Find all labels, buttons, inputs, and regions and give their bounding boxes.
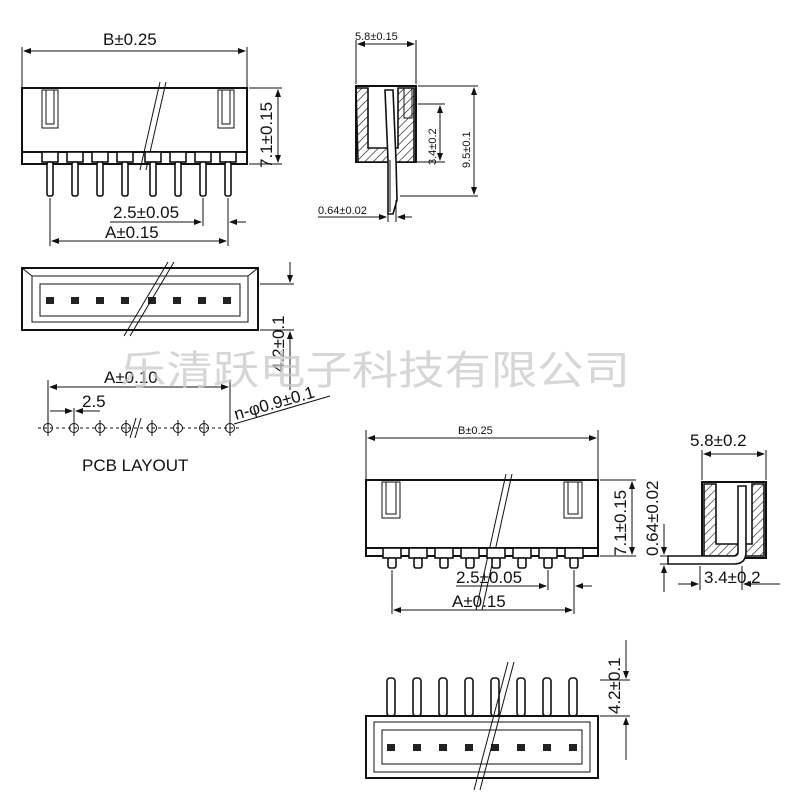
pcb-span-dim: A±0.10 xyxy=(104,368,158,387)
pcb-holes xyxy=(38,420,240,436)
top-side-pin-dim: 0.64±0.02 xyxy=(318,205,367,217)
ra-front-span-dim: A±0.15 xyxy=(452,592,506,611)
top-front-span-dim: A±0.15 xyxy=(105,223,159,242)
top-plan-pin-holes xyxy=(46,297,231,304)
top-front-pitch-dim: 2.5±0.05 xyxy=(113,203,179,222)
pcb-pitch-dim: 2.5 xyxy=(82,392,106,411)
ra-plan-view: 4.2±0.1 xyxy=(365,640,630,791)
top-plan-view: 4.2±0.1 xyxy=(21,261,294,390)
pcb-layout-title: PCB LAYOUT xyxy=(82,456,188,475)
top-front-view: B±0.25 xyxy=(21,30,282,246)
ra-front-pins xyxy=(382,547,584,569)
watermark-text: 乐清跃电子科技有限公司 xyxy=(120,348,630,394)
ra-side-view: 5.8±0.2 0.64±0.02 3.4±0.2 xyxy=(643,431,780,592)
top-side-total-dim: 9.5±0.1 xyxy=(461,131,473,168)
top-side-depth-dim: 5.8±0.15 xyxy=(355,31,398,43)
ra-side-pin-dim: 0.64±0.02 xyxy=(643,480,662,556)
ra-plan-pin-holes xyxy=(387,744,577,751)
ra-plan-height-dim: 4.2±0.1 xyxy=(605,657,624,714)
ra-front-pitch-dim: 2.5±0.05 xyxy=(456,568,522,587)
top-side-view: 5.8±0.15 3.4±0.2 9.5±0.1 0.64±0.02 xyxy=(318,31,478,222)
ra-front-view: B±0.25 xyxy=(365,425,636,614)
top-front-pins xyxy=(41,151,237,197)
ra-side-depth-dim: 5.8±0.2 xyxy=(690,431,747,450)
ra-front-height-dim: 7.1±0.15 xyxy=(611,490,630,556)
top-front-height-dim: 7.1±0.15 xyxy=(257,102,276,168)
ra-front-width-dim: B±0.25 xyxy=(458,425,493,437)
top-front-width-dim: B±0.25 xyxy=(103,30,157,49)
top-side-inner-dim: 3.4±0.2 xyxy=(427,128,439,165)
top-plan-height-dim: 4.2±0.1 xyxy=(269,315,288,372)
ra-side-inner-dim: 3.4±0.2 xyxy=(704,568,761,587)
ra-plan-pins xyxy=(386,677,578,717)
